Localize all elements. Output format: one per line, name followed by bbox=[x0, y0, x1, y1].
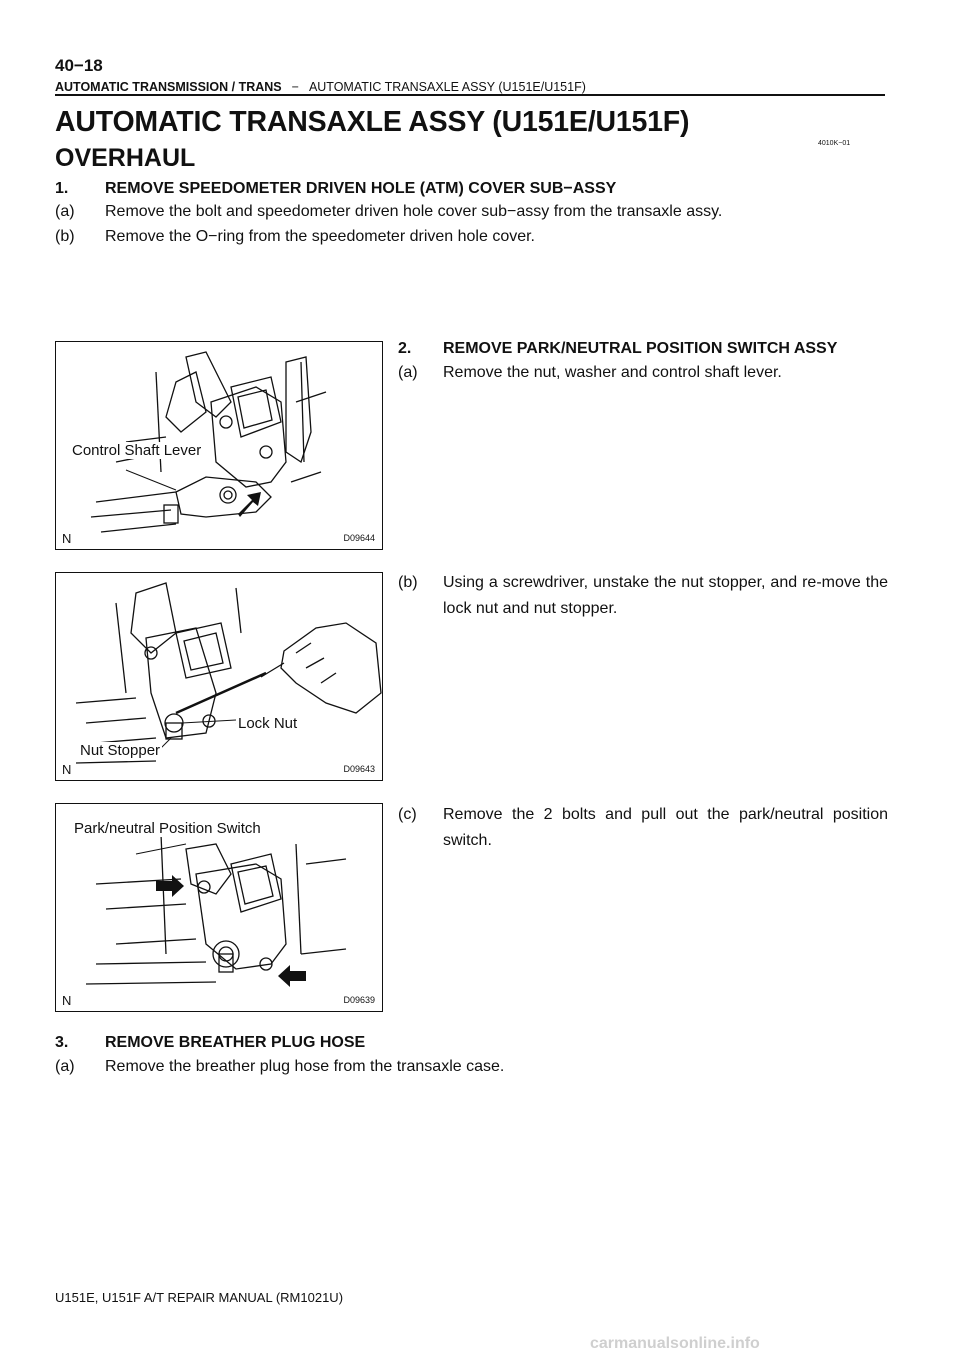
callout-nut-stopper: Nut Stopper bbox=[78, 742, 163, 759]
item-label: (b) bbox=[55, 228, 75, 245]
header-section: AUTOMATIC TRANSMISSION / TRANS bbox=[55, 80, 282, 94]
step-number: 1. bbox=[55, 180, 69, 197]
callout-lock-nut: Lock Nut bbox=[236, 715, 300, 732]
item-label: (b) bbox=[398, 574, 418, 591]
item-text: Remove the breather plug hose from the t… bbox=[105, 1058, 505, 1075]
item-label: (a) bbox=[398, 364, 418, 381]
figure-control-shaft-lever: Control Shaft Lever N D09644 bbox=[55, 341, 383, 550]
item-label: (c) bbox=[398, 806, 417, 823]
callout-park-neutral-position-switch: Park/neutral Position Switch bbox=[72, 820, 263, 837]
item-text: Using a screwdriver, unstake the nut sto… bbox=[443, 574, 888, 617]
figure-illustration bbox=[85, 833, 347, 987]
figure-park-neutral-switch: Park/neutral Position Switch N D09639 bbox=[55, 803, 383, 1012]
step-3a: (a) Remove the breather plug hose from th… bbox=[55, 1058, 504, 1076]
step-2a: (a) Remove the nut, washer and control sh… bbox=[398, 364, 782, 382]
item-label: (a) bbox=[55, 203, 75, 220]
item-text: Remove the bolt and speedometer driven h… bbox=[105, 203, 723, 220]
step-heading-text: REMOVE PARK/NEUTRAL POSITION SWITCH ASSY bbox=[443, 340, 838, 357]
callout-control-shaft-lever: Control Shaft Lever bbox=[70, 442, 204, 459]
figure-code: D09644 bbox=[343, 533, 375, 543]
figure-lock-nut: Lock Nut Nut Stopper N D09643 bbox=[55, 572, 383, 781]
header-separator: − bbox=[291, 80, 299, 94]
running-header: AUTOMATIC TRANSMISSION / TRANS−AUTOMATIC… bbox=[55, 80, 586, 94]
figure-mark: N bbox=[62, 993, 72, 1008]
step-2c: (c) Remove the 2 bolts and pull out the … bbox=[398, 802, 888, 862]
step-1a: (a) Remove the bolt and speedometer drive… bbox=[55, 203, 722, 221]
header-subsection: AUTOMATIC TRANSAXLE ASSY (U151E/U151F) bbox=[308, 80, 586, 94]
step-number: 2. bbox=[398, 340, 412, 357]
section-title: OVERHAUL bbox=[55, 144, 196, 172]
page-footer: U151E, U151F A/T REPAIR MANUAL (RM1021U) bbox=[55, 1290, 344, 1305]
item-text: Remove the nut, washer and control shaft… bbox=[443, 364, 782, 381]
step-number: 3. bbox=[55, 1034, 69, 1051]
step-2b: (b) Using a screwdriver, unstake the nut… bbox=[398, 570, 888, 630]
figure-code: D09643 bbox=[343, 764, 375, 774]
page-number: 40−18 bbox=[55, 56, 103, 75]
page-title: AUTOMATIC TRANSAXLE ASSY (U151E/U151F) bbox=[55, 106, 690, 138]
step-heading-text: REMOVE BREATHER PLUG HOSE bbox=[105, 1034, 366, 1051]
watermark: carmanualsonline.info bbox=[590, 1335, 760, 1352]
figure-mark: N bbox=[62, 762, 72, 777]
figure-code: D09639 bbox=[343, 995, 375, 1005]
figure-mark: N bbox=[62, 531, 72, 546]
step-heading-text: REMOVE SPEEDOMETER DRIVEN HOLE (ATM) COV… bbox=[105, 180, 617, 197]
header-rule bbox=[55, 94, 885, 96]
step-3-heading: 3. REMOVE BREATHER PLUG HOSE bbox=[55, 1034, 365, 1052]
item-text: Remove the O−ring from the speedometer d… bbox=[105, 228, 535, 245]
document-code: 4010K−01 bbox=[818, 140, 851, 147]
step-1b: (b) Remove the O−ring from the speedomete… bbox=[55, 228, 535, 246]
step-2-heading: 2. REMOVE PARK/NEUTRAL POSITION SWITCH AS… bbox=[398, 340, 837, 358]
item-text: Remove the 2 bolts and pull out the park… bbox=[443, 806, 888, 849]
item-label: (a) bbox=[55, 1058, 75, 1075]
step-1-heading: 1. REMOVE SPEEDOMETER DRIVEN HOLE (ATM) C… bbox=[55, 180, 616, 198]
